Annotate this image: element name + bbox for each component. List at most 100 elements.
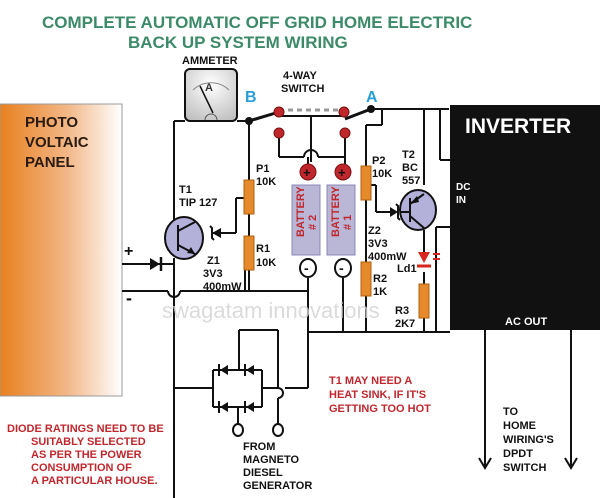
- inverter: INVERTER DC IN AC OUT: [450, 105, 600, 330]
- note-line: FROM: [243, 441, 275, 453]
- note-line: A PARTICULAR HOUSE.: [31, 475, 158, 487]
- t2-part-1: BC: [402, 162, 418, 174]
- r2-name: R2: [373, 273, 387, 285]
- switch-contact: [339, 127, 351, 139]
- four-way-switch: 4-WAY SWITCH B A: [245, 70, 378, 139]
- zener-icon: [212, 228, 221, 238]
- note-line: TO: [503, 406, 519, 418]
- note-line: DPDT: [503, 448, 533, 460]
- pv-label-1: PHOTO: [25, 114, 78, 131]
- switch-contact: [338, 106, 350, 118]
- watermark: swagatam innovations: [162, 298, 380, 323]
- switch-label-1: 4-WAY: [283, 70, 317, 82]
- switch-terminal-a-label: A: [366, 89, 378, 106]
- diode-rating-note: DIODE RATINGS NEED TO BE SUITABLY SELECT…: [7, 423, 164, 487]
- switch-contact: [273, 127, 285, 139]
- note-line: T1 MAY NEED A: [329, 375, 412, 387]
- diode-icon: [246, 365, 254, 375]
- p2-value: 10K: [372, 168, 392, 180]
- pv-minus-label: -: [126, 288, 132, 308]
- t1-body: [164, 216, 204, 260]
- diode-icon: [246, 402, 254, 412]
- title-line-1: COMPLETE AUTOMATIC OFF GRID HOME ELECTRI…: [42, 13, 472, 32]
- note-line: MAGNETO: [243, 454, 299, 466]
- z1-name: Z1: [207, 255, 220, 267]
- note-line: DIESEL: [243, 467, 283, 479]
- battery-2-positive: [299, 163, 317, 181]
- resistor-r1: R1 10K: [243, 235, 276, 271]
- inverter-body: [450, 105, 600, 330]
- ammeter-glyph: A: [205, 82, 213, 94]
- note-line: HOME: [503, 420, 536, 432]
- ammeter-label: AMMETER: [182, 55, 238, 67]
- zener-icon: [390, 207, 398, 217]
- resistor-r2: R2 1K: [360, 261, 387, 298]
- note-line: WIRING'S: [503, 434, 554, 446]
- svg-text:+: +: [303, 165, 311, 180]
- preset-p2: P2 10K: [360, 155, 392, 201]
- z1-voltage: 3V3: [203, 268, 223, 280]
- inverter-title: INVERTER: [465, 115, 571, 138]
- z2-voltage: 3V3: [368, 238, 388, 250]
- r3-name: R3: [395, 305, 409, 317]
- transistor-t1: T1 TIP 127: [164, 184, 217, 260]
- zener-z1: Z1 3V3 400mW: [203, 225, 242, 293]
- transistor-t2: T2 BC 557: [399, 149, 437, 231]
- bridge-rectifier: [218, 364, 254, 413]
- battery-1-negative: [334, 258, 352, 278]
- preset-p1: P1 10K: [243, 163, 276, 215]
- z2-name: Z2: [368, 225, 381, 237]
- generator-terminal-2: [272, 423, 284, 437]
- r3-body: [418, 283, 430, 319]
- arrow-down-icon: [478, 457, 492, 470]
- r3-value: 2K7: [395, 318, 415, 330]
- pv-plus-label: +: [124, 243, 133, 260]
- svg-text:+: +: [338, 165, 346, 180]
- z2-power: 400mW: [368, 251, 407, 263]
- p1-name: P1: [256, 163, 269, 175]
- switch-terminal-b-label: B: [245, 89, 257, 106]
- led-icon: [418, 252, 430, 263]
- switch-pivot-a: [367, 105, 375, 113]
- switch-label-2: SWITCH: [281, 83, 324, 95]
- note-line: DIODE RATINGS NEED TO BE: [7, 423, 164, 435]
- wire-crossover: [277, 387, 284, 399]
- diode-icon: [220, 365, 228, 375]
- diode-icon: [150, 258, 160, 270]
- battery-1-positive: [334, 163, 352, 181]
- svg-text:-: -: [339, 260, 344, 276]
- battery-1-body: [326, 184, 356, 256]
- pv-label-3: PANEL: [25, 154, 75, 171]
- battery-1-label: BATTERY: [330, 186, 342, 237]
- battery-2-negative: [299, 258, 317, 278]
- r2-body: [360, 261, 372, 297]
- p2-name: P2: [372, 155, 385, 167]
- arrow-down-icon: [564, 457, 578, 470]
- battery-1: + BATTERY # 1 -: [326, 163, 356, 278]
- note-line: AS PER THE POWER: [31, 449, 142, 461]
- generator-terminal-1: [232, 423, 244, 437]
- battery-2: + BATTERY # 2 -: [291, 163, 321, 278]
- heat-sink-note: T1 MAY NEED A HEAT SINK, IF IT'S GETTING…: [329, 375, 431, 415]
- wire-crossover: [303, 149, 319, 158]
- title-line-2: BACK UP SYSTEM WIRING: [128, 33, 348, 52]
- resistor-r3: R3 2K7: [395, 283, 430, 330]
- note-line: HEAT SINK, IF IT'S: [329, 389, 426, 401]
- switch-lever-a[interactable]: [344, 107, 372, 121]
- note-line: GETTING TOO HOT: [329, 403, 431, 415]
- home-wiring-note: TO HOME WIRING'S DPDT SWITCH: [503, 406, 554, 474]
- battery-1-number: # 1: [342, 215, 354, 230]
- note-line: SUITABLY SELECTED: [31, 436, 146, 448]
- switch-contact: [273, 106, 285, 118]
- r2-value: 1K: [373, 286, 387, 298]
- inverter-dc-in-2: IN: [456, 195, 466, 206]
- ammeter-needle: [199, 85, 214, 114]
- zener-z2: Z2 3V3 400mW: [368, 203, 407, 263]
- pv-label-2: VOLTAIC: [25, 134, 89, 151]
- p1-body: [243, 179, 255, 215]
- switch-pivot-b: [245, 117, 253, 125]
- t1-name: T1: [179, 184, 192, 196]
- r1-name: R1: [256, 243, 270, 255]
- t2-name: T2: [402, 149, 415, 161]
